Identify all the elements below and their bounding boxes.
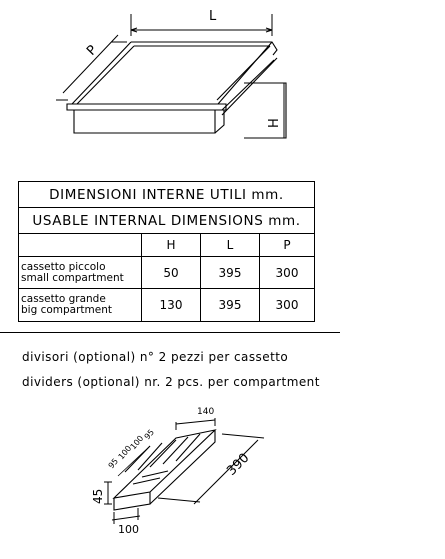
section-divider xyxy=(0,332,340,333)
table-title-it: DIMENSIONI INTERNE UTILI mm. xyxy=(18,181,315,208)
row-label-en: small compartment xyxy=(21,271,124,284)
dimension-100 xyxy=(111,508,141,524)
dimension-l xyxy=(130,14,273,36)
spacing-label: 95 xyxy=(107,457,120,471)
row-label: cassetto grande big compartment xyxy=(18,288,142,322)
row-label: cassetto piccolo small compartment xyxy=(18,256,142,289)
table-header-h: H xyxy=(141,233,201,257)
dimension-p xyxy=(56,34,127,101)
row-value-p: 300 xyxy=(259,256,315,289)
row-label-en: big compartment xyxy=(21,304,113,316)
dimension-390 xyxy=(157,433,265,505)
table-header-blank xyxy=(18,233,142,257)
row-value-h: 50 xyxy=(141,256,201,289)
row-value-h: 130 xyxy=(141,288,201,322)
dimension-45 xyxy=(104,481,112,505)
note-en: dividers (optional) nr. 2 pcs. per compa… xyxy=(22,375,320,389)
note-it: divisori (optional) n° 2 pezzi per casse… xyxy=(22,350,289,364)
dim-390-label: 390 xyxy=(224,451,252,479)
dim-140-label: 140 xyxy=(197,407,214,417)
table-header-p: P xyxy=(259,233,315,257)
row-value-l: 395 xyxy=(200,288,260,322)
table-row: cassetto grande big compartment 130 395 … xyxy=(18,288,315,322)
table-title-en: USABLE INTERNAL DIMENSIONS mm. xyxy=(18,207,315,234)
row-label-it: cassetto grande xyxy=(21,293,106,305)
row-value-p: 300 xyxy=(259,288,315,322)
dim-h-label: H xyxy=(267,118,282,128)
table-row: cassetto piccolo small compartment 50 39… xyxy=(18,256,315,289)
dimension-140 xyxy=(175,418,216,430)
drawer-diagram: L P H xyxy=(56,9,287,139)
spacing-ticks xyxy=(117,445,151,477)
dim-45-label: 45 xyxy=(91,489,105,504)
row-value-l: 395 xyxy=(200,256,260,289)
dividers-diagram: 140 390 45 100 95 100 100 95 xyxy=(91,407,265,536)
table-header-l: L xyxy=(200,233,260,257)
dim-l-label: L xyxy=(209,9,217,24)
dim-100-label: 100 xyxy=(118,523,139,536)
dimensions-table: DIMENSIONI INTERNE UTILI mm. USABLE INTE… xyxy=(18,181,315,322)
row-label-it: cassetto piccolo xyxy=(21,260,106,273)
